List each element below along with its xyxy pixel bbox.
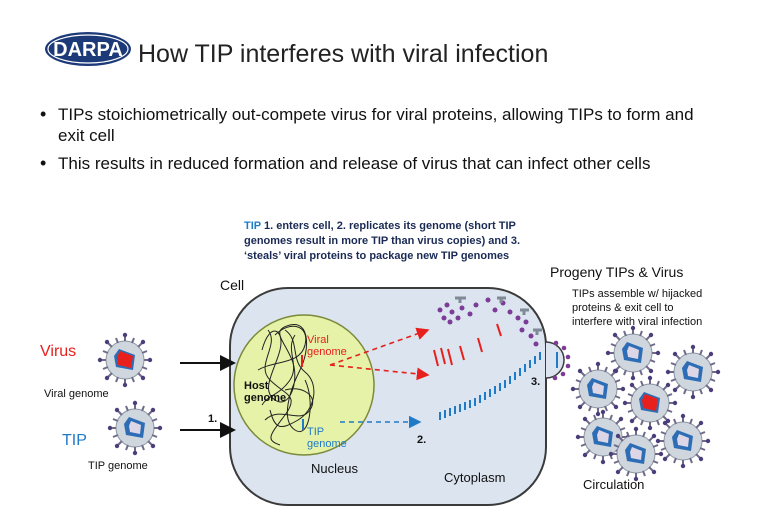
steps-caption-tip: TIP (244, 220, 261, 232)
circulation-label: Circulation (583, 477, 645, 492)
bullet-marker: • (40, 104, 47, 124)
darpa-logo: DARPA (44, 31, 132, 67)
budding-particle (545, 340, 571, 381)
progeny-tip (569, 360, 627, 418)
viral-rna-copies (433, 323, 502, 367)
bullet-item: TIPs stoichiometrically out-compete viru… (58, 105, 694, 145)
tip-particle (106, 399, 164, 457)
tip-genome-label: TIP genome (88, 460, 148, 472)
page-title: How TIP interferes with viral infection (138, 40, 549, 68)
spike-proteins (455, 296, 542, 335)
bullet-marker: • (40, 153, 47, 173)
progeny-note: TIPs assemble w/ hijacked proteins & exi… (572, 288, 703, 328)
progeny-tip (664, 343, 722, 401)
host-genome-label: Host genome (244, 380, 287, 404)
host-genome-tangle (257, 324, 315, 446)
steps-caption: TIP 1. enters cell, 2. replicates its ge… (244, 219, 554, 264)
bullet-item: This results in reduced formation and re… (58, 154, 651, 173)
viral-genome-nucleus-label: Viral genome (307, 334, 347, 358)
step-3-label: 3. (531, 376, 541, 388)
progeny-virus (621, 374, 679, 432)
steps-caption-text: 1. enters cell, 2. replicates its genome… (244, 220, 521, 262)
progeny-tip (607, 425, 665, 483)
viral-genome-label: Viral genome (44, 388, 109, 400)
tip-genome-nucleus-label: TIP genome (307, 426, 347, 450)
tip-label: TIP (62, 432, 87, 449)
step-2-label: 2. (417, 434, 427, 446)
step-1-label: 1. (208, 413, 218, 425)
progeny-tip (654, 412, 712, 470)
logo-text: DARPA (53, 39, 123, 61)
tip-rna-copies (439, 352, 541, 420)
virus-particle (96, 331, 154, 389)
viral-protein-arrow (329, 364, 430, 381)
virus-label: Virus (40, 343, 77, 360)
nucleus-label: Nucleus (311, 461, 358, 476)
cytoplasm-label: Cytoplasm (444, 470, 506, 485)
progeny-label: Progeny TIPs & Virus (550, 264, 684, 280)
cell-label: Cell (220, 277, 245, 293)
